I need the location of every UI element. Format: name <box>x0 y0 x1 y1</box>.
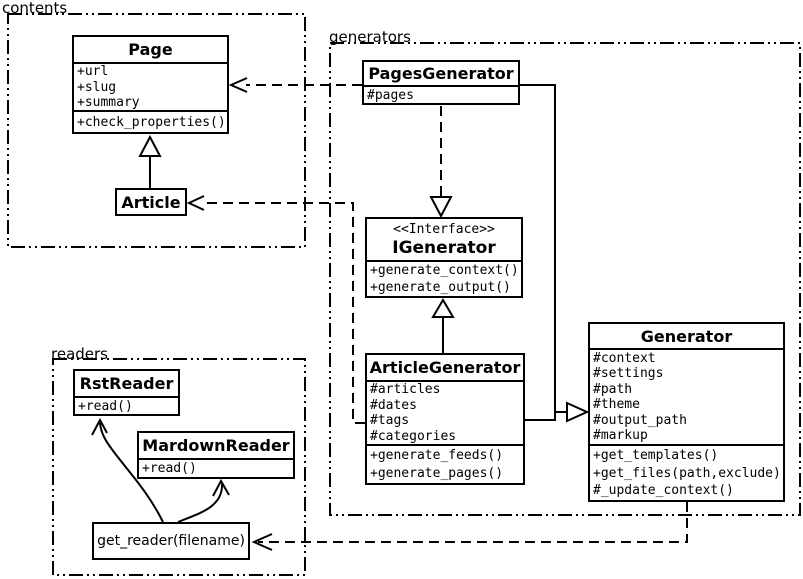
package-border-readers <box>52 358 306 576</box>
attribute: +url <box>77 64 109 80</box>
package-label-generators: generators <box>329 28 411 46</box>
class-box-pagesgenerator: PagesGenerator #pages <box>362 60 520 105</box>
attribute: #markup <box>593 428 648 444</box>
function-label: get_reader(filename) <box>97 533 245 549</box>
hollow-triangle-icon <box>566 401 590 423</box>
function-box-get-reader: get_reader(filename) <box>92 522 250 560</box>
class-methods: +read() <box>139 458 293 477</box>
class-title: Generator <box>640 326 733 346</box>
class-methods: +read() <box>75 396 178 414</box>
class-title: PagesGenerator <box>368 64 514 83</box>
class-box-igenerator: <<Interface>> IGenerator +generate_conte… <box>365 217 523 298</box>
class-attributes: #pages <box>364 85 518 103</box>
package-label-contents: contents <box>2 0 68 17</box>
attribute: #articles <box>370 382 441 398</box>
method: +read() <box>78 398 133 414</box>
open-arrowhead-icon <box>251 533 273 551</box>
hollow-triangle-icon <box>138 134 162 157</box>
method: +generate_pages() <box>370 465 504 481</box>
open-arrowhead-icon <box>186 195 205 211</box>
class-title: Page <box>128 40 173 59</box>
class-attributes: +url +slug +summary <box>74 62 227 110</box>
generalization-line-articlegenerator-to-generator <box>525 412 556 421</box>
class-title: RstReader <box>79 374 174 393</box>
attribute: #settings <box>593 366 664 382</box>
class-stereotype: <<Interface>> <box>393 221 495 237</box>
attribute: +summary <box>77 94 140 110</box>
class-box-mardownreader: MardownReader +read() <box>137 431 295 479</box>
method: +get_templates() <box>593 448 719 464</box>
class-title: IGenerator <box>392 237 496 258</box>
class-methods: +check_properties() <box>74 110 227 132</box>
dependency-line-generator-to-getreader <box>258 502 688 543</box>
class-header: <<Interface>> IGenerator <box>367 219 521 260</box>
attribute: +slug <box>77 79 117 95</box>
method: #_update_context() <box>593 482 734 498</box>
attribute: #theme <box>593 397 640 413</box>
package-border-generators <box>329 42 801 516</box>
hollow-triangle-icon <box>431 298 455 318</box>
hollow-triangle-icon <box>429 196 453 219</box>
class-attributes: #context #settings #path #theme #output_… <box>590 348 783 444</box>
method: +generate_context() <box>370 263 519 279</box>
class-box-rstreader: RstReader +read() <box>73 369 180 416</box>
method: +read() <box>142 461 197 476</box>
class-box-page: Page +url +slug +summary +check_properti… <box>72 35 229 134</box>
attribute: #tags <box>370 413 410 429</box>
dependency-line-articlegenerator-to-article <box>205 202 365 424</box>
class-box-article: Article <box>115 188 187 216</box>
open-arrowhead-icon <box>228 77 248 93</box>
class-title: MardownReader <box>142 436 290 455</box>
open-arrowhead-icon <box>91 417 108 436</box>
class-box-articlegenerator: ArticleGenerator #articles #dates #tags … <box>365 353 525 485</box>
attribute: #dates <box>370 397 417 413</box>
method: +generate_feeds() <box>370 448 504 464</box>
attribute: #context <box>593 350 656 366</box>
class-methods: +generate_context() +generate_output() <box>367 260 521 296</box>
package-border-contents <box>7 13 306 248</box>
attribute: #pages <box>367 87 414 103</box>
class-methods: +generate_feeds() +generate_pages() <box>367 444 523 483</box>
class-title: Article <box>121 192 181 212</box>
package-label-readers: readers <box>51 345 108 363</box>
attribute: #categories <box>370 428 457 444</box>
attribute: #output_path <box>593 412 687 428</box>
class-box-generator: Generator #context #settings #path #them… <box>588 322 785 502</box>
class-attributes: #articles #dates #tags #categories <box>367 380 523 444</box>
generalization-line-pagesgenerator-to-generator <box>520 84 567 413</box>
method: +check_properties() <box>77 114 226 130</box>
method: +generate_output() <box>370 279 511 295</box>
attribute: #path <box>593 381 633 397</box>
method: +get_files(path,exclude) <box>593 465 781 481</box>
association-curve-getreader-to-rstreader <box>99 422 164 523</box>
open-arrowhead-icon <box>212 478 230 497</box>
association-curve-getreader-to-mardownreader <box>177 483 224 523</box>
class-title: ArticleGenerator <box>369 358 521 377</box>
class-methods: +get_templates() +get_files(path,exclude… <box>590 444 783 500</box>
